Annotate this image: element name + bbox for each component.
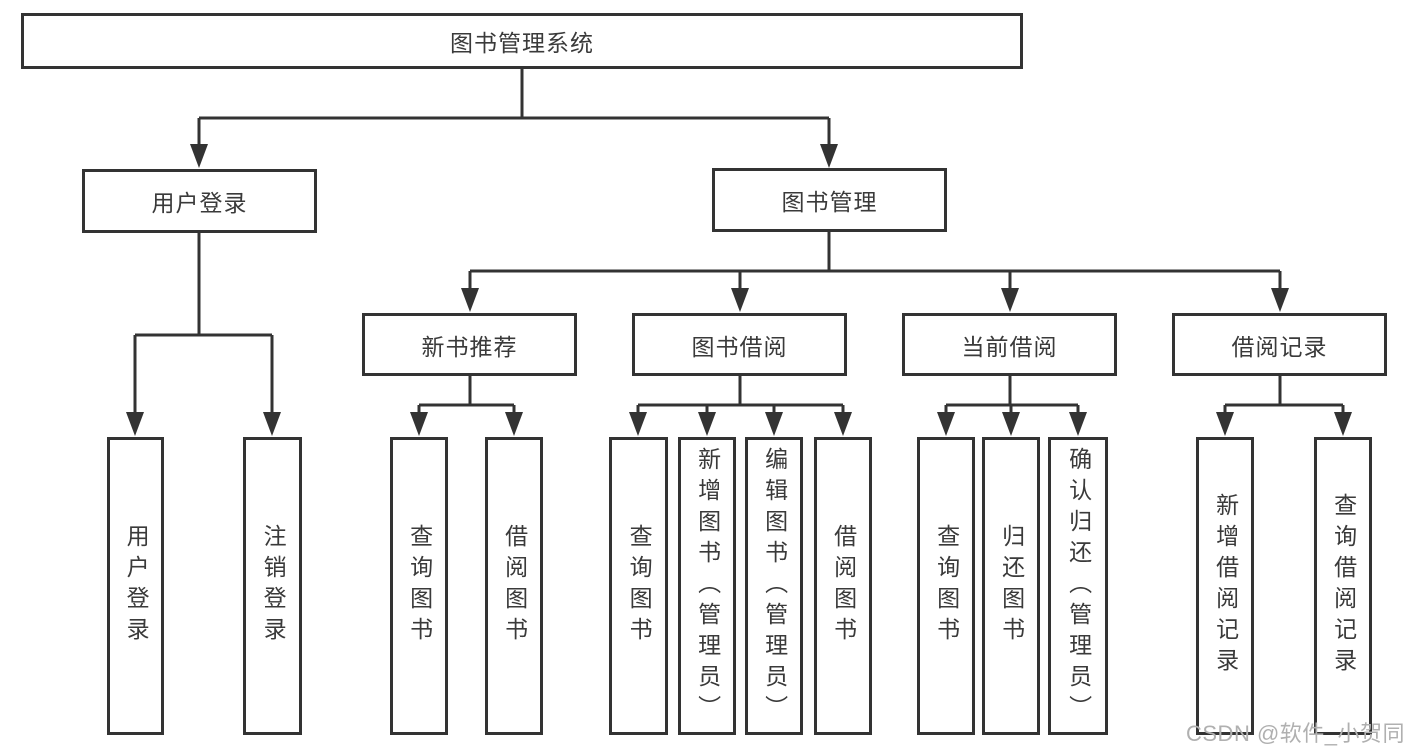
- leaf-query-books-rec: 查询图书: [390, 437, 448, 735]
- node-borrowing-records: 借阅记录: [1172, 313, 1387, 376]
- leaf-confirm-return-admin: 确认归还（管理员）: [1048, 437, 1108, 735]
- leaf-edit-books-admin: 编辑图书（管理员）: [745, 437, 803, 735]
- leaf-query-books-current: 查询图书: [917, 437, 975, 735]
- leaf-add-borrow-record: 新增借阅记录: [1196, 437, 1254, 735]
- leaf-return-books: 归还图书: [982, 437, 1040, 735]
- leaf-add-books-admin: 新增图书（管理员）: [678, 437, 736, 735]
- node-book-management: 图书管理: [712, 168, 947, 232]
- leaf-query-books-borrow: 查询图书: [609, 437, 668, 735]
- leaf-query-borrow-record: 查询借阅记录: [1314, 437, 1372, 735]
- node-book-borrowing: 图书借阅: [632, 313, 847, 376]
- leaf-borrow-books-rec: 借阅图书: [485, 437, 543, 735]
- leaf-borrow-books: 借阅图书: [814, 437, 872, 735]
- csdn-watermark: CSDN @软件_小贺同学: [1186, 721, 1405, 746]
- node-current-borrowing: 当前借阅: [902, 313, 1117, 376]
- node-new-book-recommendation: 新书推荐: [362, 313, 577, 376]
- leaf-logout: 注销登录: [243, 437, 302, 735]
- leaf-user-login: 用户登录: [107, 437, 164, 735]
- node-root: 图书管理系统: [21, 13, 1023, 69]
- node-user-login: 用户登录: [82, 169, 317, 233]
